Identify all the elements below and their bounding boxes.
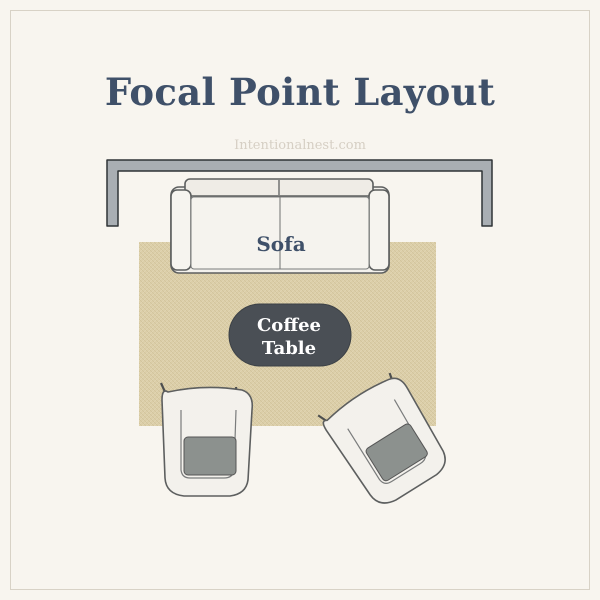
border-frame — [10, 10, 590, 590]
sofa-label: Sofa — [256, 232, 305, 256]
wall — [106, 159, 493, 227]
armchair-right — [317, 372, 446, 504]
throw-pillow — [183, 436, 237, 476]
website-credit: Intentionalnest.com — [234, 138, 366, 153]
armchair-left — [159, 382, 254, 497]
sofa — [170, 178, 390, 274]
coffee-table-label-line2: Table — [262, 338, 316, 359]
page-title: Focal Point Layout — [104, 70, 496, 114]
throw-pillow — [365, 423, 428, 482]
coffee-table — [228, 303, 352, 367]
coffee-table-label-line1: Coffee — [257, 315, 321, 336]
